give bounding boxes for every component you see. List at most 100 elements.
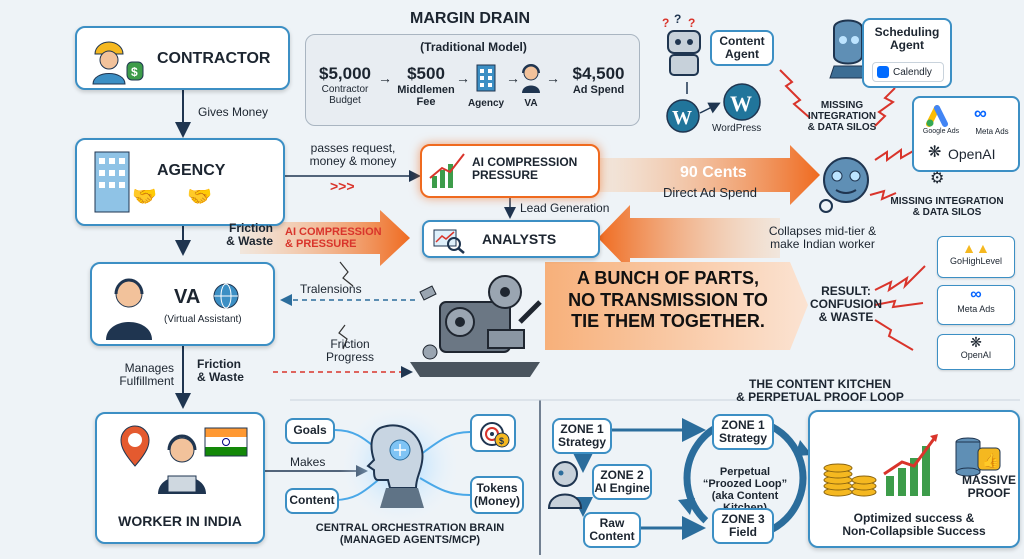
- worker-card: WORKER IN INDIA: [95, 412, 265, 544]
- ninety-cents-label: 90 Cents: [680, 164, 747, 181]
- margin-drain-title: MARGIN DRAIN: [410, 10, 530, 27]
- robot-head-icon: [829, 19, 867, 79]
- ai-compression-pressure-label: AI COMPRESSION PRESSURE: [472, 155, 578, 183]
- bar-chart-icon: ▲▲: [962, 240, 990, 256]
- zone1-loop-label: ZONE 1 Strategy: [718, 417, 768, 445]
- optimized-success-label: Optimized success & Non-Collapsible Succ…: [842, 511, 986, 539]
- makes-label: Makes: [290, 455, 326, 469]
- meta-ads-label: Meta Ads: [975, 127, 1009, 136]
- kitchen-title: THE CONTENT KITCHEN & PERPETUAL PROOF LO…: [736, 377, 904, 405]
- tralensions-label: Tralensions: [300, 282, 362, 296]
- passes-request-label: passes request, money & money: [309, 141, 397, 169]
- meta-logo-icon: ∞: [970, 286, 982, 303]
- zone3-field-box: ZONE 3 Field: [712, 508, 774, 544]
- engine-parts-icon: [410, 275, 542, 377]
- handshake-icon: 🤝: [187, 186, 212, 208]
- goals-label: Goals: [293, 423, 327, 438]
- office-building-icon: [94, 151, 130, 213]
- analysts-label: ANALYSTS: [482, 231, 557, 247]
- svg-text:?: ?: [674, 12, 681, 26]
- contractor-label: CONTRACTOR: [157, 50, 271, 67]
- robot-hand-icon: [547, 461, 583, 509]
- location-pin-icon: [120, 425, 150, 467]
- target-money-icon: $: [480, 422, 510, 448]
- margin-item-middlemen-fee: $500 Middlemen Fee: [391, 64, 461, 108]
- missing-integration-label-2: MISSING INTEGRATION & DATA SILOS: [890, 196, 1004, 218]
- content-box: Content: [285, 488, 339, 514]
- scheduling-agent-label: Scheduling Agent: [874, 25, 940, 53]
- margin-label: Middlemen Fee: [397, 83, 455, 108]
- result-label: RESULT: CONFUSION & WASTE: [810, 284, 882, 325]
- calendly-icon: [877, 66, 889, 78]
- robot-head-icon: [819, 157, 869, 213]
- building-icon: [476, 64, 496, 92]
- magnifier-chart-icon: [433, 229, 465, 254]
- svg-text:👍: 👍: [982, 452, 999, 469]
- margin-item-agency: Agency: [466, 63, 506, 109]
- openai-label: OpenAI: [948, 146, 996, 162]
- goals-box: Goals: [285, 418, 335, 444]
- tokens-box: Tokens (Money): [470, 476, 524, 514]
- orchestration-caption: CENTRAL ORCHESTRATION BRAIN (MANAGED AGE…: [315, 522, 505, 547]
- margin-value: $4,500: [572, 64, 625, 83]
- zone1-loop-box: ZONE 1 Strategy: [712, 414, 774, 450]
- margin-item-contractor-budget: $5,000 Contractor Budget: [310, 64, 380, 106]
- content-label: Content: [289, 493, 335, 508]
- growth-chart-icon: [429, 153, 465, 188]
- collapses-label: Collapses mid-tier & make Indian worker: [768, 224, 877, 252]
- worker-label: WORKER IN INDIA: [118, 513, 242, 529]
- svg-text:?: ?: [688, 16, 695, 30]
- openai-tool: ❋ OpenAI: [937, 334, 1015, 370]
- arrow-right-icon: →: [456, 70, 470, 86]
- svg-text:W: W: [672, 107, 692, 129]
- friction-progress-label: Friction Progress: [325, 337, 375, 365]
- arrow-right-icon: →: [546, 70, 560, 86]
- svg-text:$: $: [131, 65, 138, 79]
- google-ads-icon: [926, 105, 948, 127]
- openai-icon: ❋: [970, 334, 982, 350]
- support-agent-icon: [106, 278, 152, 340]
- headset-person-icon: [522, 64, 540, 93]
- svg-text:?: ?: [662, 16, 669, 30]
- loop-label: Perpetual “Proozed Loop” (aka Content Ki…: [695, 454, 795, 514]
- google-ads-label: Google Ads: [922, 128, 960, 135]
- direct-ad-spend-label: Direct Ad Spend: [663, 185, 757, 200]
- arrow-right-icon: →: [506, 70, 520, 86]
- wordpress-icon: W: [723, 83, 761, 121]
- friction-waste-label-1: Friction & Waste: [226, 221, 273, 249]
- va-title: VA: [174, 286, 201, 308]
- svg-text:>>>: >>>: [330, 178, 355, 194]
- svg-text:$: $: [499, 436, 504, 446]
- raw-content-box: Raw Content: [583, 512, 641, 548]
- ad-tools-box: Google Ads ∞ Meta Ads ❋ OpenAI: [912, 96, 1020, 172]
- agency-card: AGENCY 🤝 🤝: [75, 138, 285, 226]
- lead-generation-label: Lead Generation: [520, 201, 610, 215]
- zone2-ai-engine-label: ZONE 2 AI Engine: [594, 467, 650, 495]
- manages-fulfillment-label: Manages Fulfillment: [119, 361, 174, 389]
- tool-label: OpenAI: [960, 350, 992, 361]
- content-agent-box: Content Agent: [710, 30, 774, 66]
- friction-waste-label-2: Friction & Waste: [197, 357, 244, 385]
- contractor-card: $ CONTRACTOR: [75, 26, 290, 90]
- margin-item-va: VA: [516, 63, 546, 109]
- va-card: VA (Virtual Assistant): [90, 262, 275, 346]
- arrow-right-icon: →: [378, 70, 392, 86]
- meta-logo-icon: ∞: [974, 103, 987, 123]
- handshake-icon: 🤝: [132, 186, 157, 208]
- va-subtitle: (Virtual Assistant): [164, 314, 242, 325]
- missing-integration-label-1: MISSING INTEGRATION & DATA SILOS: [807, 100, 877, 133]
- massive-proof-label: MASSIVE PROOF: [961, 473, 1016, 501]
- support-agent-icon: [158, 434, 206, 494]
- scheduling-agent-box: Scheduling Agent Calendly: [862, 18, 952, 88]
- tool-label: GoHighLevel: [949, 256, 1003, 266]
- zone3-field-label: ZONE 3 Field: [721, 511, 765, 539]
- margin-label: Contractor Budget: [321, 83, 369, 106]
- zone2-ai-engine-box: ZONE 2 AI Engine: [592, 464, 652, 500]
- agency-label: AGENCY: [157, 162, 226, 179]
- zone1-strategy-label: ZONE 1 Strategy: [557, 421, 607, 449]
- margin-value: $500: [407, 64, 445, 83]
- margin-label: Agency: [467, 97, 505, 109]
- margin-label: Ad Spend: [572, 83, 625, 96]
- robot-content-agent-icon: ? ? ?: [662, 12, 701, 76]
- india-flag-icon: [204, 427, 248, 457]
